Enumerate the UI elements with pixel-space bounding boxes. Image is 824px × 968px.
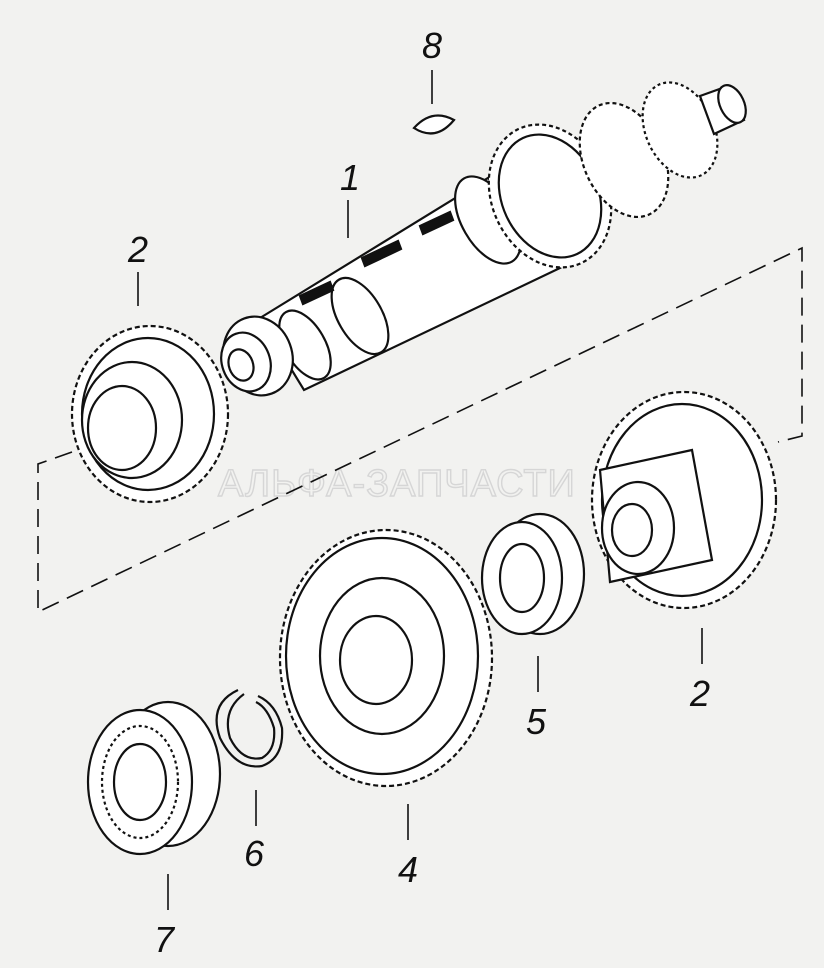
callout-part-1: 1 xyxy=(340,157,360,198)
callout-part-2-right: 2 xyxy=(689,673,710,714)
leader-lines xyxy=(137,70,703,910)
watermark-text: АЛЬФА-ЗАПЧАСТИ xyxy=(218,463,576,505)
callout-part-5: 5 xyxy=(526,701,547,742)
callout-part-8: 8 xyxy=(422,25,442,66)
retaining-ring-part-6 xyxy=(215,689,284,768)
gear-part-2-right xyxy=(590,390,778,610)
gear-part-2-left xyxy=(70,324,230,504)
key-part-8 xyxy=(412,114,456,135)
callout-part-4: 4 xyxy=(398,849,418,890)
callout-part-7: 7 xyxy=(154,919,176,960)
callout-part-6: 6 xyxy=(244,833,265,874)
bearing-part-7 xyxy=(86,700,222,856)
gear-part-4 xyxy=(278,528,494,788)
assembly-dashed-frame xyxy=(37,246,803,614)
callout-part-2-left: 2 xyxy=(127,229,148,270)
shaft-part-1 xyxy=(220,81,747,397)
bushing-part-5 xyxy=(480,512,586,636)
